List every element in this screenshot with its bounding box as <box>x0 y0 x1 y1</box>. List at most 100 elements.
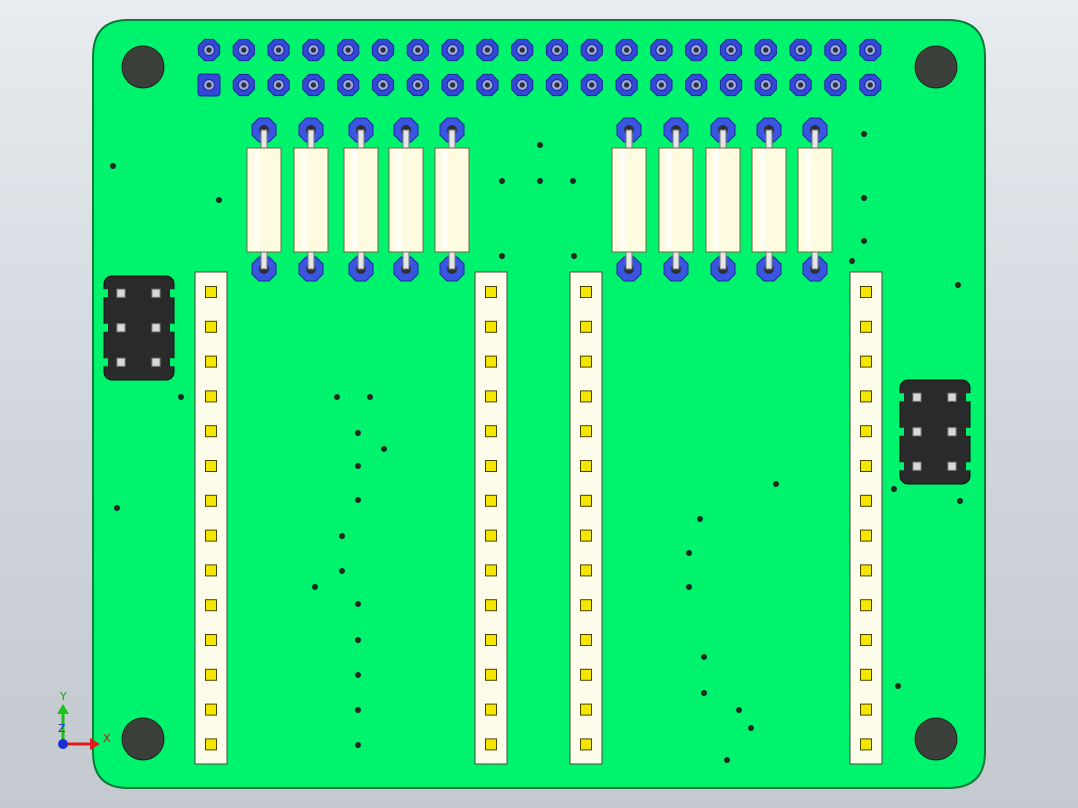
strip-pin-pad <box>485 390 497 403</box>
strip-pin-pad <box>485 286 497 298</box>
via <box>736 707 742 713</box>
header-pad-hole <box>798 47 804 53</box>
strip-pin-pad <box>580 599 592 612</box>
gpio-header[interactable] <box>197 38 882 97</box>
via <box>957 498 963 504</box>
strip-pin-pad <box>860 634 872 646</box>
via <box>339 533 345 539</box>
header-pad-hole <box>624 82 630 88</box>
strip-pin-pad <box>580 460 592 472</box>
header-pad-hole <box>728 47 734 53</box>
strip-pin-pad <box>205 599 217 612</box>
strip-pin-pad <box>580 634 592 646</box>
jumper-notch <box>100 358 108 367</box>
strip-pin-pad <box>860 668 872 681</box>
via <box>499 178 505 184</box>
strip-pin-pad <box>580 564 592 577</box>
strip-pin-pad <box>860 529 872 542</box>
strip-pin-pad <box>485 320 497 333</box>
via <box>748 725 754 731</box>
strip-pin-pad <box>580 494 592 507</box>
header-pad-hole <box>763 47 769 53</box>
header-pad-hole <box>380 47 386 53</box>
header-pad-hole <box>519 47 525 53</box>
header-pad-hole <box>519 82 525 88</box>
jumper-pin <box>116 323 126 333</box>
strip-pin-pad <box>485 460 497 472</box>
header-pad-hole <box>867 47 873 53</box>
jumper-blocks[interactable] <box>100 275 974 485</box>
pin-header-strips[interactable] <box>194 271 883 765</box>
strip-pin-pad <box>205 738 217 751</box>
jumper-pin <box>947 461 957 471</box>
header-pad-hole <box>450 47 456 53</box>
strip-pin-pad <box>860 564 872 577</box>
strip-pin-pad <box>580 286 592 298</box>
jumper-notch <box>170 323 178 332</box>
resistor-array[interactable] <box>246 117 833 282</box>
strip-pin-pad <box>860 320 872 333</box>
header-pad-hole <box>693 82 699 88</box>
header-pad-hole <box>380 82 386 88</box>
header-pad-hole <box>658 82 665 88</box>
header-pad-hole <box>728 82 734 88</box>
strip-pin-pad <box>205 286 217 298</box>
strip-pin-pad <box>485 703 497 716</box>
header-pad-hole <box>310 47 316 53</box>
via <box>381 446 387 452</box>
via <box>861 131 867 137</box>
jumper-pin <box>151 288 161 298</box>
strip-pin-pad <box>205 494 217 507</box>
strip-pin-pad <box>580 425 592 438</box>
jumper-pin <box>151 323 161 333</box>
header-pad-hole <box>206 47 212 53</box>
strip-pin-pad <box>485 738 497 751</box>
jumper-notch <box>896 427 904 436</box>
strip-pin-pad <box>580 320 592 333</box>
via <box>891 486 897 492</box>
via <box>110 163 116 169</box>
header-pad-hole <box>798 82 804 88</box>
strip-pin-pad <box>580 668 592 681</box>
strip-pin-pad <box>205 703 217 716</box>
jumper-notch <box>896 393 904 402</box>
strip-pin-pad <box>860 599 872 612</box>
via <box>571 253 577 259</box>
via <box>773 481 779 487</box>
resistor-highlight <box>759 150 765 250</box>
via <box>114 505 120 511</box>
header-pad-hole <box>415 82 421 88</box>
jumper-pin <box>151 357 161 367</box>
via <box>367 394 373 400</box>
strip-pin-pad <box>485 564 497 577</box>
jumper-notch <box>100 323 108 332</box>
jumper-pin <box>912 427 922 437</box>
resistor-highlight <box>805 150 811 250</box>
via <box>861 195 867 201</box>
strip-pin-pad <box>485 355 497 368</box>
resistor-highlight <box>351 150 357 250</box>
via <box>355 637 361 643</box>
strip-pin-pad <box>860 703 872 716</box>
header-pad-hole <box>241 47 247 53</box>
header-pad-hole <box>832 82 839 88</box>
x-axis-label: X <box>103 732 111 745</box>
jumper-pin <box>947 392 957 402</box>
jumper-notch <box>966 393 974 402</box>
via <box>216 197 222 203</box>
header-pad-hole <box>554 47 560 53</box>
jumper-pin <box>912 461 922 471</box>
strip-pin-pad <box>205 564 217 577</box>
header-pad-hole <box>310 82 316 88</box>
strip-pin-pad <box>860 355 872 368</box>
strip-pin-pad <box>860 494 872 507</box>
jumper-notch <box>100 289 108 298</box>
strip-pin-pad <box>485 668 497 681</box>
header-pad-hole <box>345 82 351 88</box>
strip-pin-pad <box>485 425 497 438</box>
strip-pin-pad <box>205 460 217 472</box>
resistor-body <box>705 147 741 253</box>
strip-pin-pad <box>205 529 217 542</box>
via <box>701 654 707 660</box>
